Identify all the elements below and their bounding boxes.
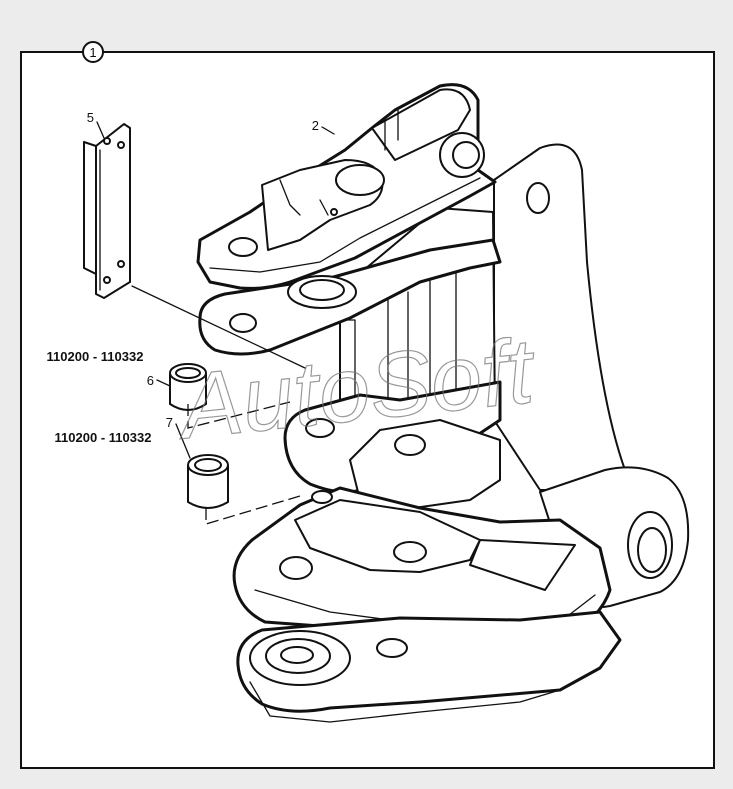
bush-7-drawing — [187, 454, 229, 509]
bush-6-drawing — [169, 363, 207, 411]
part-ref-2: 2 — [312, 118, 319, 133]
swing-bracket-drawing — [196, 83, 690, 723]
part-ref-6: 6 — [147, 373, 154, 388]
callout-number: 1 — [89, 45, 96, 60]
serial-range-7: 110200 - 110332 — [55, 430, 152, 445]
leader-lines — [96, 121, 335, 525]
serial-range-6: 110200 - 110332 — [47, 349, 144, 364]
wear-strip-drawing — [83, 123, 131, 299]
part-ref-5: 5 — [87, 110, 94, 125]
part-ref-7: 7 — [166, 415, 173, 430]
callout-circle — [82, 41, 104, 63]
